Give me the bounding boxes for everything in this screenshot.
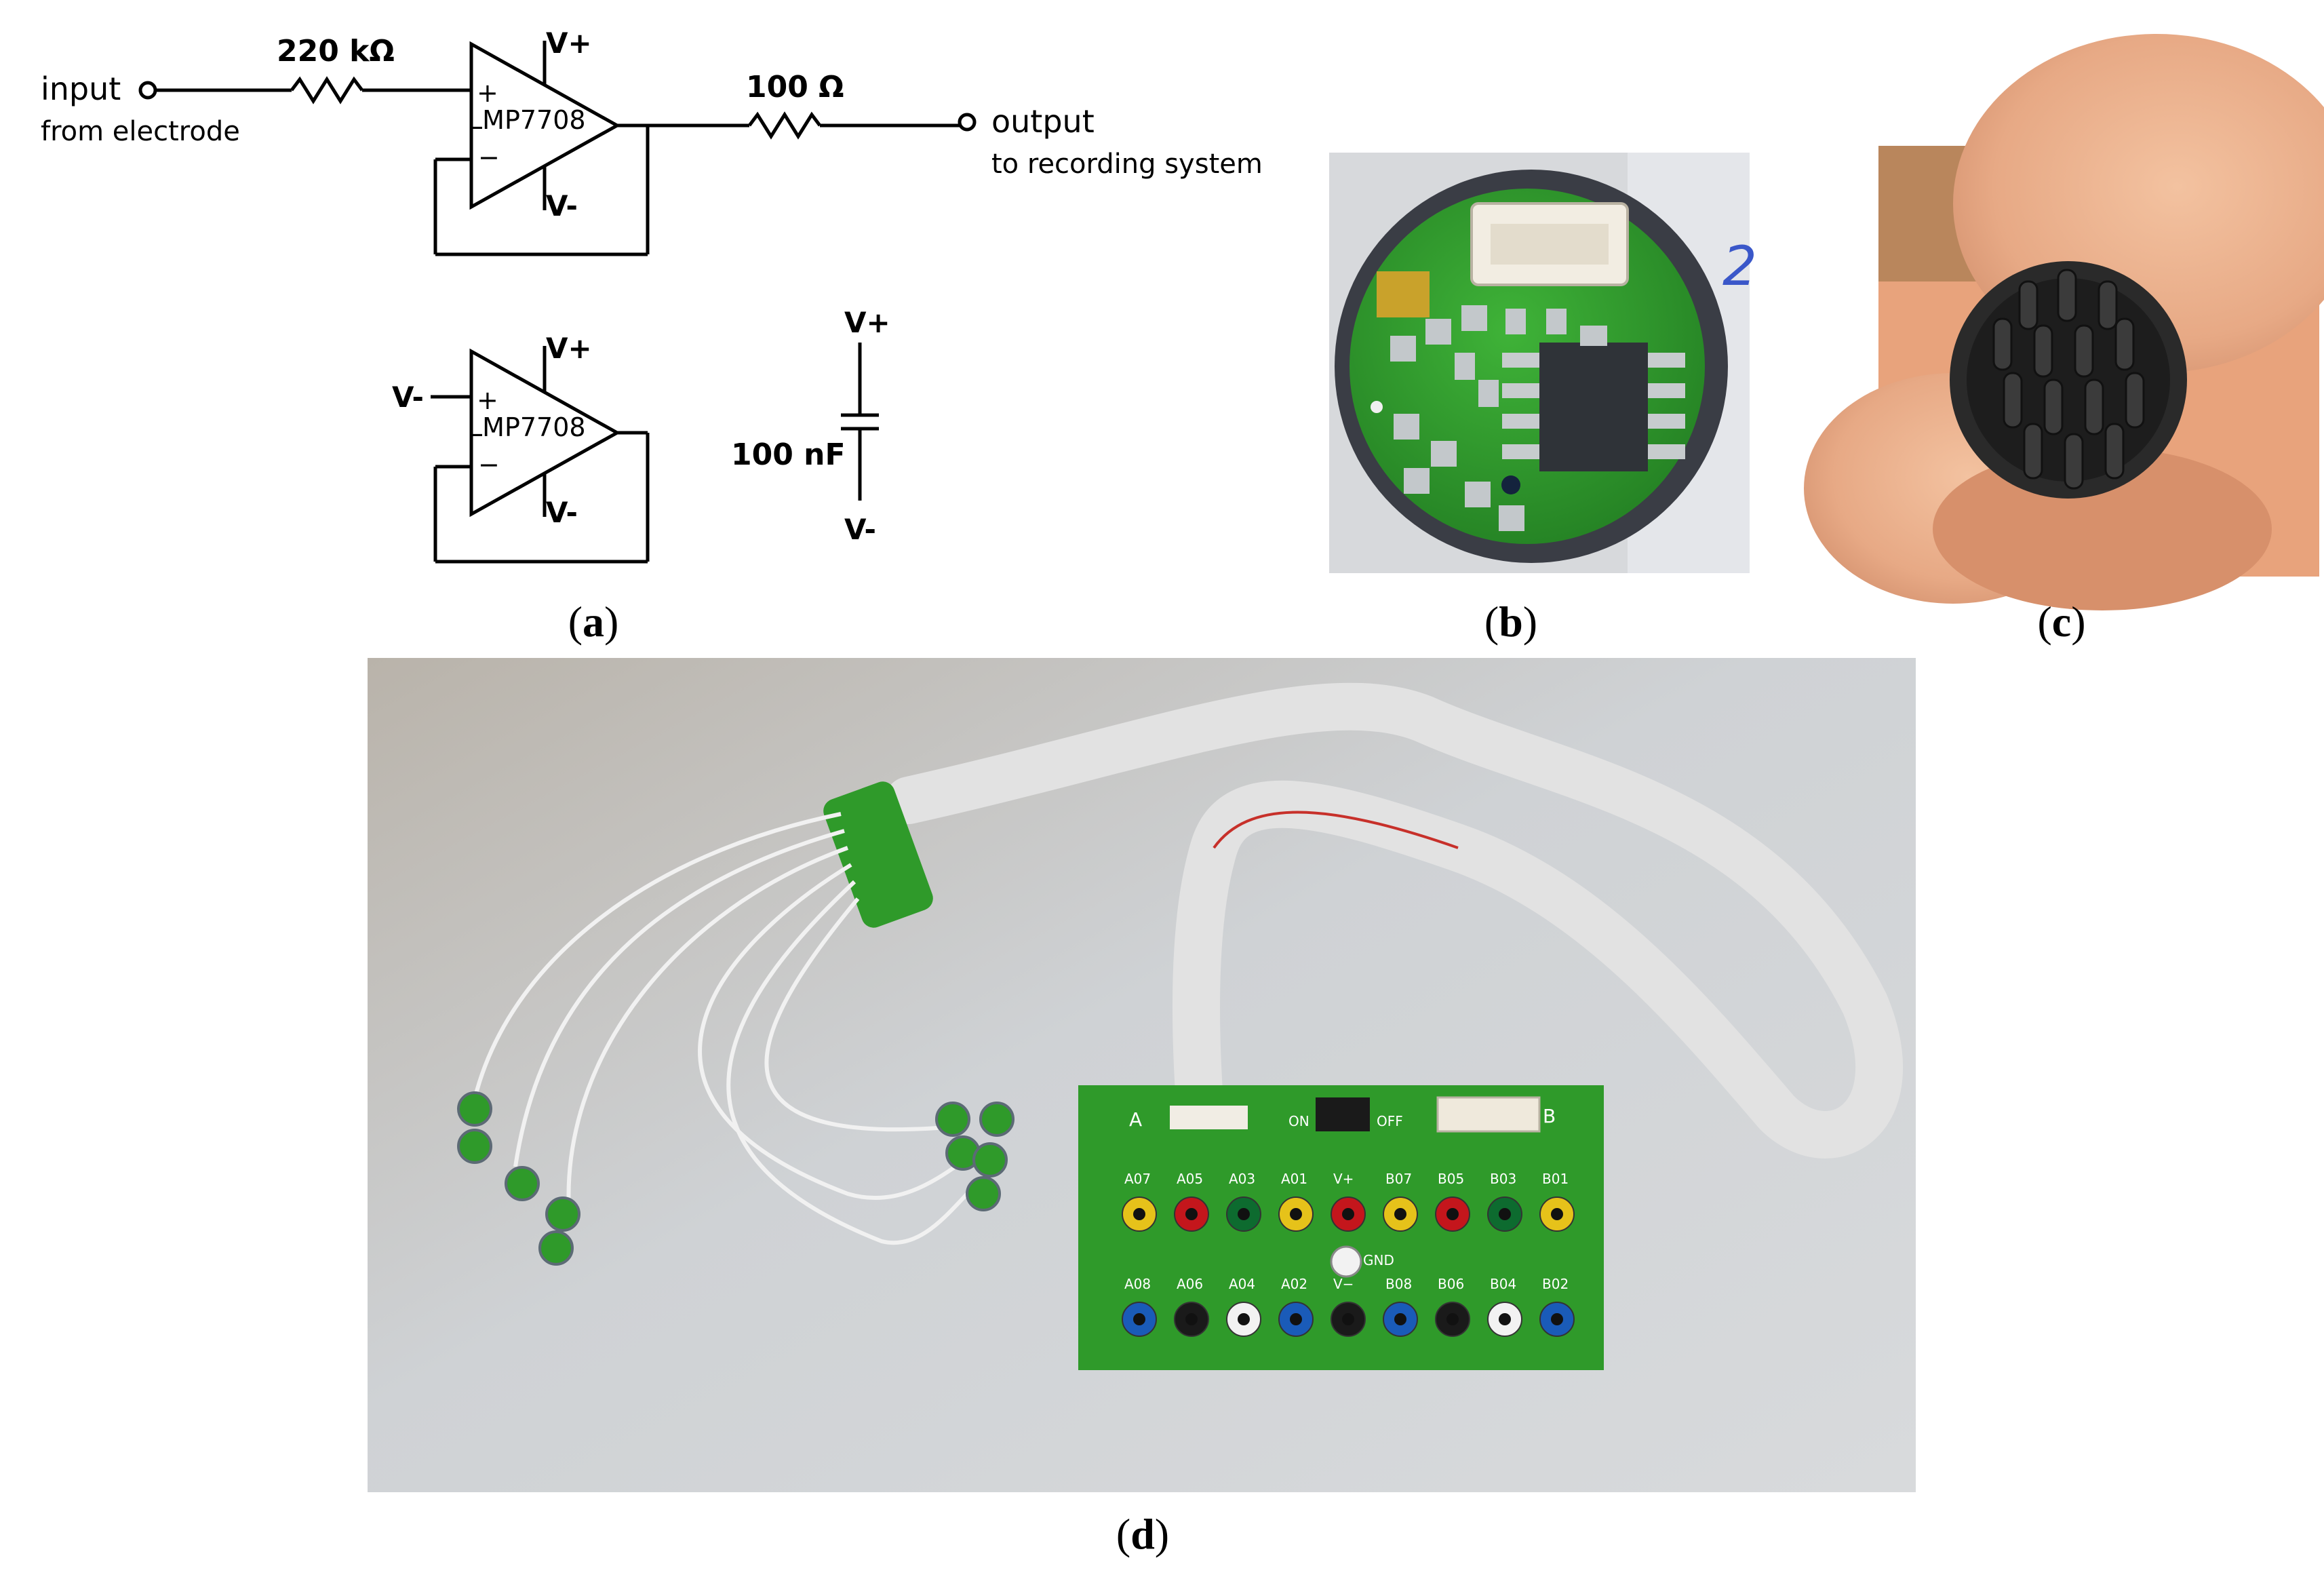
electrode-discs xyxy=(457,1091,1015,1266)
jack-bottom-label: B04 xyxy=(1490,1276,1516,1292)
unused-plus: + xyxy=(477,385,498,415)
panel-label-a: (a) xyxy=(568,598,619,646)
breakout-connector-b xyxy=(1436,1096,1541,1133)
jack-top-label: V+ xyxy=(1333,1171,1354,1187)
photo-pcb-closeup: 2 xyxy=(1329,153,1757,573)
vminus-label: V- xyxy=(546,189,578,222)
unused-opamp-name: LMP7708 xyxy=(468,412,586,442)
input-sub: from electrode xyxy=(41,116,240,147)
splitter-pcb xyxy=(823,781,933,928)
capacitor xyxy=(841,343,879,501)
jack-row-top: A07 A05 A03 A01 V+ B07 B05 B03 B01 xyxy=(1122,1171,1575,1232)
jack-top-label: A07 xyxy=(1124,1171,1151,1187)
pcb-chip xyxy=(1539,343,1648,471)
output-sub: to recording system xyxy=(991,149,1263,180)
jack-bottom-jack-hole xyxy=(1185,1313,1198,1325)
jack-top-jack-hole xyxy=(1551,1208,1563,1220)
jack-top-jack-hole xyxy=(1499,1208,1511,1220)
jack-top-jack-hole xyxy=(1133,1208,1145,1220)
jack-bottom-label: A08 xyxy=(1124,1276,1151,1292)
jack-top-label: B05 xyxy=(1438,1171,1464,1187)
jack-top-label: A01 xyxy=(1281,1171,1307,1187)
vplus-label: V+ xyxy=(546,26,592,60)
b-label: B xyxy=(1543,1105,1556,1127)
jack-bottom-jack-hole xyxy=(1290,1313,1302,1325)
electrode-wires xyxy=(473,812,998,1245)
jack-top-label: A05 xyxy=(1177,1171,1203,1187)
svg-text:2: 2 xyxy=(1722,235,1757,298)
cap-value: 100 nF xyxy=(731,437,846,472)
on-label: ON xyxy=(1288,1113,1309,1129)
input-label: input xyxy=(41,71,121,107)
circuit-unused xyxy=(431,346,650,564)
panel-label-d: (d) xyxy=(1116,1510,1170,1558)
unused-input: V- xyxy=(392,381,424,414)
jack-bottom-label: B02 xyxy=(1542,1276,1569,1292)
gnd-jack xyxy=(1330,1245,1362,1278)
opamp-minus: − xyxy=(478,142,500,172)
jack-bottom-jack-hole xyxy=(1238,1313,1250,1325)
jack-bottom-label: V− xyxy=(1333,1276,1354,1292)
resistor-220k xyxy=(290,76,363,104)
output-terminal xyxy=(958,113,977,132)
photo-system: A07 A05 A03 A01 V+ B07 B05 B03 B01 A08 A06 A04 A02 V… xyxy=(368,658,1916,1492)
resistor-out-label: 100 Ω xyxy=(746,70,844,104)
opamp-plus: + xyxy=(477,78,498,108)
jack-bottom-label: B08 xyxy=(1385,1276,1412,1292)
output-label: output xyxy=(991,103,1095,140)
cap-top: V+ xyxy=(844,306,890,339)
jack-top-jack-hole xyxy=(1394,1208,1406,1220)
jack-bottom-jack-hole xyxy=(1133,1313,1145,1325)
unused-vminus: V- xyxy=(546,496,578,529)
panel-label-c: (c) xyxy=(2037,598,2086,646)
unused-minus: − xyxy=(478,450,500,480)
unused-vplus: V+ xyxy=(546,332,592,365)
jack-bottom-label: A02 xyxy=(1281,1276,1307,1292)
jack-bottom-label: B06 xyxy=(1438,1276,1464,1292)
power-switch xyxy=(1316,1097,1370,1131)
opamp-name: LMP7708 xyxy=(468,105,586,135)
photo-connector xyxy=(1804,34,2324,610)
panel-label-b: (b) xyxy=(1484,598,1538,646)
jack-top-label: B01 xyxy=(1542,1171,1569,1187)
circuit-main xyxy=(138,41,977,256)
jack-top-jack-hole xyxy=(1290,1208,1302,1220)
jack-bottom-jack-hole xyxy=(1499,1313,1511,1325)
breakout-connector-a xyxy=(1170,1106,1248,1129)
jack-bottom-jack-hole xyxy=(1394,1313,1406,1325)
jack-top-label: B03 xyxy=(1490,1171,1516,1187)
jack-top-jack-hole xyxy=(1342,1208,1354,1220)
jack-top-label: A03 xyxy=(1229,1171,1255,1187)
gnd-label: GND xyxy=(1363,1252,1394,1268)
jack-bottom-jack-hole xyxy=(1342,1313,1354,1325)
jack-top-jack-hole xyxy=(1185,1208,1198,1220)
jack-top-jack-hole xyxy=(1446,1208,1459,1220)
off-label: OFF xyxy=(1377,1113,1403,1129)
jack-row-bottom: A08 A06 A04 A02 V− B08 B06 B04 B02 xyxy=(1122,1276,1575,1337)
ribbon-cable xyxy=(885,682,1903,1159)
input-terminal xyxy=(138,81,157,100)
cap-bottom: V- xyxy=(844,513,876,546)
jack-bottom-jack-hole xyxy=(1551,1313,1563,1325)
jack-top-label: B07 xyxy=(1385,1171,1412,1187)
jack-bottom-jack-hole xyxy=(1446,1313,1459,1325)
a-label: A xyxy=(1129,1108,1142,1131)
resistor-in-label: 220 kΩ xyxy=(277,34,395,69)
resistor-100 xyxy=(748,111,821,140)
jack-bottom-label: A06 xyxy=(1177,1276,1203,1292)
jack-bottom-label: A04 xyxy=(1229,1276,1255,1292)
jack-top-jack-hole xyxy=(1238,1208,1250,1220)
